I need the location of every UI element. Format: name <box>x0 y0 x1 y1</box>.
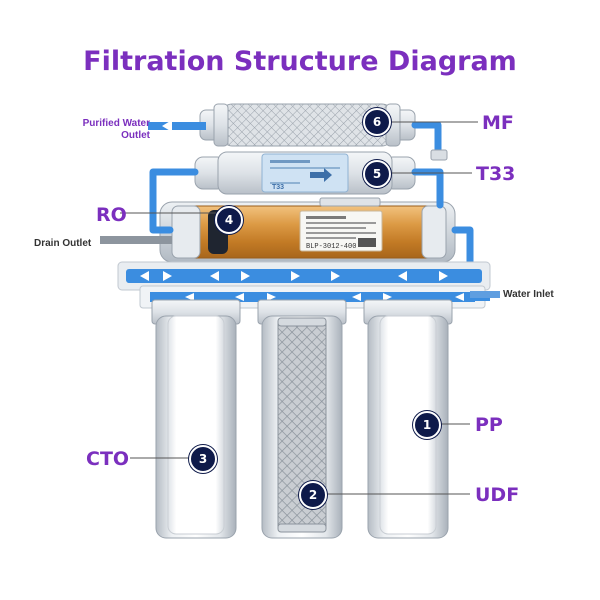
pp-label: PP <box>475 414 503 436</box>
ro-sticker-text: BLP-3012-400 <box>306 243 357 251</box>
marker-6: 6 <box>363 108 391 136</box>
marker-1: 1 <box>413 411 441 439</box>
t33-label: T33 <box>476 163 516 185</box>
marker-4: 4 <box>215 206 243 234</box>
marker-2: 2 <box>299 481 327 509</box>
t33-sticker-text: T33 <box>272 184 285 191</box>
inlet-pipe <box>470 291 500 298</box>
ro-membrane-housing <box>159 197 456 263</box>
mf-cartridge <box>199 103 416 147</box>
udf-label: UDF <box>475 484 520 506</box>
udf-housing <box>261 315 343 539</box>
purified-water-outlet-label: Purified Water Outlet <box>70 118 150 142</box>
purified-line2: Outlet <box>121 130 150 141</box>
marker-3: 3 <box>189 445 217 473</box>
drain-outlet-label: Drain Outlet <box>34 238 92 249</box>
outlet-pipe <box>148 122 206 130</box>
purified-line1: Purified Water <box>82 118 150 129</box>
ro-label: RO <box>96 204 127 226</box>
leader-lines <box>120 121 478 495</box>
marker-5: 5 <box>363 160 391 188</box>
water-inlet-label: Water Inlet <box>503 289 554 300</box>
cto-label: CTO <box>86 448 130 470</box>
blue-tubing <box>149 121 474 276</box>
diagram-title: Filtration Structure Diagram <box>83 46 517 77</box>
cto-housing <box>155 315 237 539</box>
mf-label: MF <box>482 112 514 134</box>
drain-pipe <box>100 236 172 244</box>
t33-cartridge <box>194 151 416 195</box>
pp-housing <box>367 315 449 539</box>
